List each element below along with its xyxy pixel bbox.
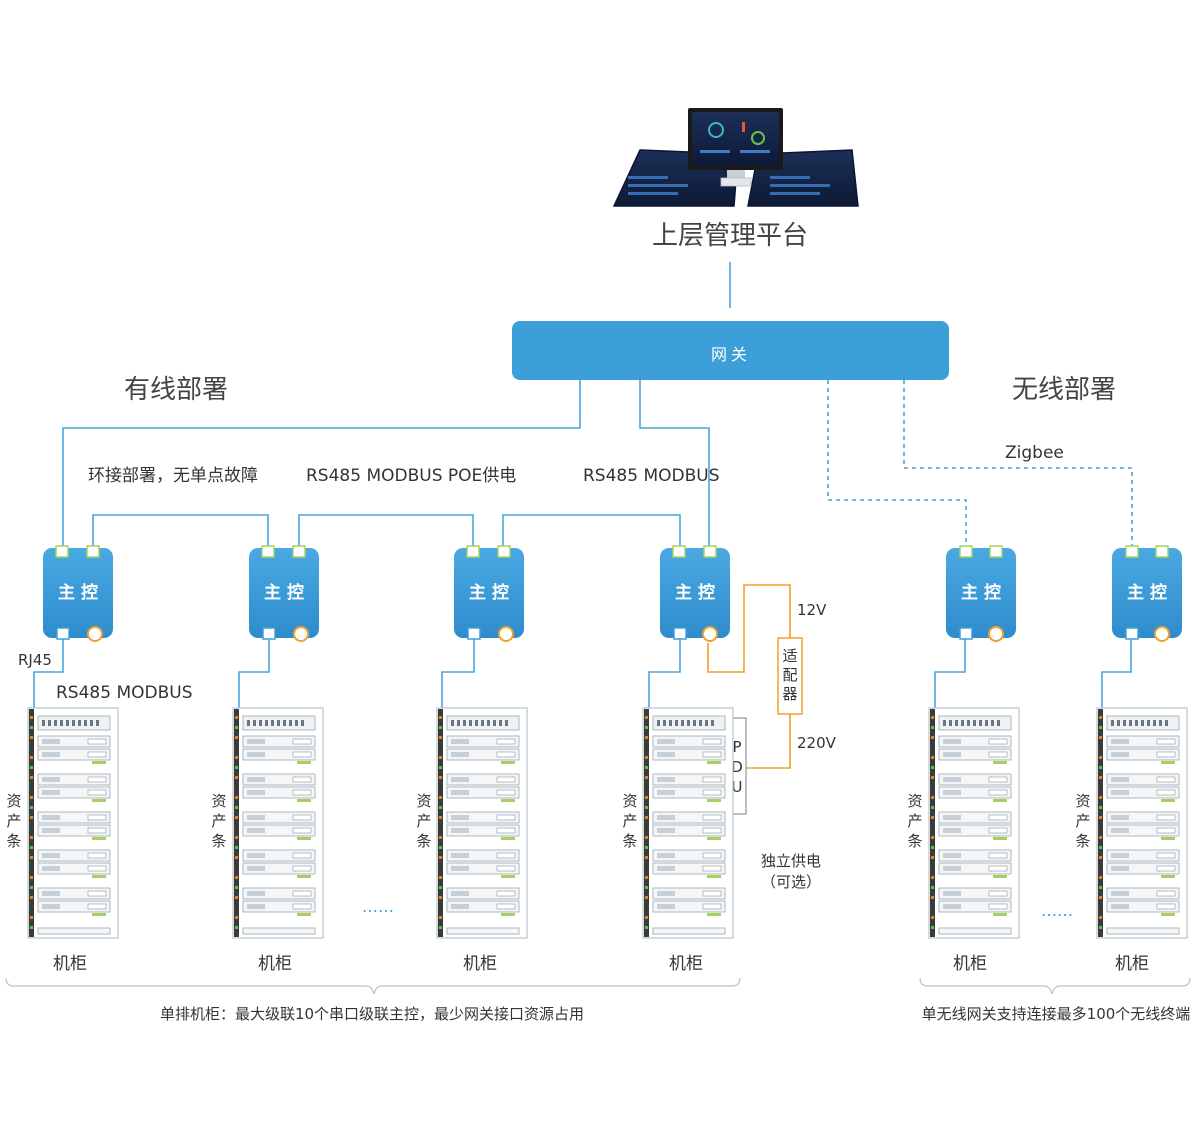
svg-text:资: 资	[416, 792, 431, 810]
platform-label: 上层管理平台	[652, 221, 808, 251]
zigbee-label: Zigbee	[1005, 443, 1064, 463]
svg-text:产: 产	[211, 812, 226, 830]
wireless-footer-note: 单无线网关支持连接最多100个无线终端	[922, 1005, 1191, 1023]
controller-label: 主控	[961, 582, 1007, 603]
cabinet-label-1: 机柜	[53, 954, 87, 974]
svg-text:资: 资	[622, 792, 637, 810]
management-platform-illustration	[612, 108, 859, 207]
controller-label: 主控	[469, 582, 515, 603]
svg-text:条: 条	[622, 832, 637, 850]
controller-label: 主控	[58, 582, 104, 603]
adapter-box: 适 配 器	[777, 637, 803, 715]
pdu-char: U	[732, 778, 743, 796]
optional-label: （可选）	[761, 873, 821, 891]
rack-6	[1097, 708, 1187, 938]
asset-strip-label-2: 资 产 条	[211, 792, 226, 850]
rack-5	[929, 708, 1019, 938]
cabinet-label-3: 机柜	[463, 954, 497, 974]
poe-power-note: RS485 MODBUS POE供电	[306, 466, 516, 486]
rack-3	[437, 708, 527, 938]
rack-1	[28, 708, 118, 938]
adapter-char: 器	[782, 685, 797, 703]
ellipsis-wired: ……	[362, 897, 394, 916]
asset-strip-label-5: 资 产 条	[907, 792, 922, 850]
controller-1: 主控	[43, 545, 113, 642]
asset-strip-label-6: 资 产 条	[1075, 792, 1090, 850]
controller-6: 主控	[1112, 545, 1182, 642]
wireless-brace	[919, 977, 1191, 995]
asset-strip-label-4: 资 产 条	[622, 792, 637, 850]
wireless-deployment-title: 无线部署	[1012, 375, 1116, 405]
svg-text:产: 产	[622, 812, 637, 830]
gateway-label: 网关	[711, 345, 751, 364]
svg-text:条: 条	[907, 832, 922, 850]
rs485-modbus-label: RS485 MODBUS	[56, 683, 193, 703]
asset-strip-label-3: 资 产 条	[416, 792, 431, 850]
independent-power-label: 独立供电	[761, 852, 821, 870]
svg-text:条: 条	[1075, 832, 1090, 850]
rack-2	[233, 708, 323, 938]
wired-brace	[5, 977, 741, 995]
pdu-char: D	[731, 758, 743, 776]
svg-text:资: 资	[907, 792, 922, 810]
wired-deployment-title: 有线部署	[124, 375, 228, 405]
wired-footer-note: 单排机柜：最大级联10个串口级联主控，最少网关接口资源占用	[160, 1005, 584, 1023]
ring-deployment-note: 环接部署，无单点故障	[88, 466, 258, 486]
svg-text:条: 条	[6, 832, 21, 850]
controller-2: 主控	[249, 545, 319, 642]
svg-text:条: 条	[416, 832, 431, 850]
voltage-12v-label: 12V	[797, 601, 827, 619]
gateway-node: 网关	[512, 321, 949, 380]
svg-text:资: 资	[1075, 792, 1090, 810]
svg-text:资: 资	[6, 792, 21, 810]
cabinet-label-2: 机柜	[258, 954, 292, 974]
svg-text:产: 产	[6, 812, 21, 830]
asset-strip-label-1: 资 产 条	[6, 792, 21, 850]
rack-4	[643, 708, 733, 938]
cabinet-label-4: 机柜	[669, 954, 703, 974]
ellipsis-wireless: ……	[1041, 901, 1073, 920]
controller-4: 主控	[660, 545, 730, 642]
wireless-links	[827, 380, 1133, 550]
cabinet-label-5: 机柜	[953, 954, 987, 974]
svg-text:资: 资	[211, 792, 226, 810]
adapter-char: 适	[782, 647, 797, 665]
modbus-note: RS485 MODBUS	[583, 466, 720, 486]
svg-text:条: 条	[211, 832, 226, 850]
controller-label: 主控	[1127, 582, 1173, 603]
adapter-char: 配	[782, 666, 797, 684]
voltage-220v-label: 220V	[797, 734, 837, 752]
controller-label: 主控	[675, 582, 721, 603]
controller-label: 主控	[264, 582, 310, 603]
controller-3: 主控	[454, 545, 524, 642]
rj45-label: RJ45	[18, 651, 52, 669]
svg-text:产: 产	[1075, 812, 1090, 830]
network-lines	[33, 262, 1132, 710]
pdu-char: P	[732, 738, 741, 756]
cabinet-label-6: 机柜	[1115, 954, 1149, 974]
svg-text:产: 产	[907, 812, 922, 830]
power-lines	[707, 584, 791, 769]
controller-5: 主控	[946, 545, 1016, 642]
svg-text:产: 产	[416, 812, 431, 830]
